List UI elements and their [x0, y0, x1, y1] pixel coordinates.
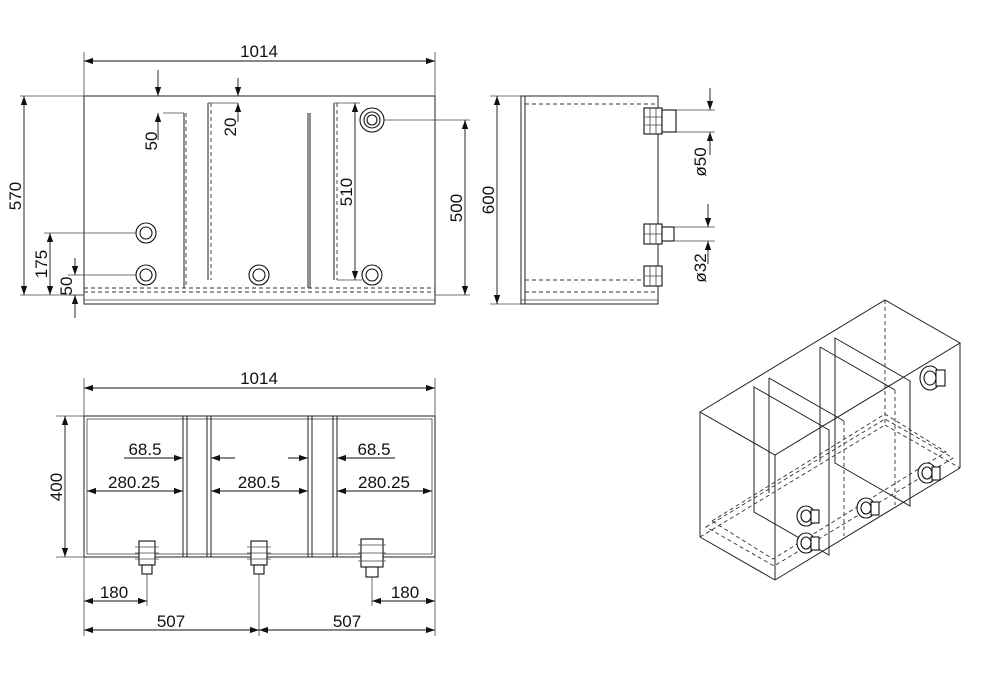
iso-partition-3: [819, 346, 896, 505]
dim-gap-right-label: 68.5: [357, 440, 390, 459]
dim-gap-left-label: 68.5: [128, 440, 161, 459]
outlet-fitting-high: [135, 222, 157, 244]
dim-edge-right: 180: [371, 557, 436, 636]
iso-fitting-left-high: [796, 505, 820, 527]
dim-pipe-small: ø32: [674, 204, 715, 283]
dim-water-level-label: 500: [447, 194, 466, 222]
outlet-fitting-low-left: [135, 264, 157, 286]
dim-half-right: 507: [259, 612, 435, 634]
dim-pipe-small-label: ø32: [691, 253, 710, 282]
dim-front-height-label: 570: [6, 182, 25, 210]
tank-outline-front: [83, 95, 436, 305]
side-fitting-top: [643, 107, 677, 135]
dim-partition-gap: 20: [221, 78, 242, 137]
dim-top-width-label: 1014: [240, 369, 278, 388]
side-view: 600 ø50 ø32: [479, 88, 715, 305]
dim-chamber-right: 280.25: [337, 473, 432, 495]
top-fitting-middle: [247, 540, 271, 575]
dim-partition-drop: 50: [142, 70, 162, 151]
dim-front-width-label: 1014: [240, 42, 278, 61]
iso-partition-2: [768, 377, 845, 536]
iso-fitting-overflow: [919, 365, 946, 391]
partition-middle-right: [307, 113, 311, 288]
iso-fitting-middle-low: [856, 497, 880, 519]
dim-overflow-height-label: 510: [337, 178, 356, 206]
dim-gap-left: 68.5: [124, 440, 235, 462]
dim-outlet-high: 175: [32, 232, 136, 295]
dim-water-level: 500: [384, 119, 470, 296]
dim-overflow-height: 510: [337, 103, 362, 281]
dim-partition-drop-label: 50: [142, 132, 161, 151]
dim-edge-left: 180: [83, 557, 148, 636]
dim-outlet-high-label: 175: [32, 250, 51, 278]
dim-pipe-large: ø50: [676, 88, 715, 177]
dim-edge-right-label: 180: [391, 583, 419, 602]
outlet-fitting-low-right: [361, 264, 383, 286]
side-fitting-bottom: [643, 265, 663, 287]
dim-partition-gap-label: 20: [221, 118, 240, 137]
front-view: 1014 570 50 20 510: [6, 42, 470, 318]
iso-partition-1: [753, 386, 830, 556]
dim-chamber-middle-label: 280.5: [238, 473, 281, 492]
dim-chamber-middle: 280.5: [211, 473, 308, 495]
dim-outlet-low: 50: [57, 258, 136, 318]
side-fitting-middle: [643, 223, 675, 245]
dim-chamber-left-label: 280.25: [108, 473, 160, 492]
dim-outlet-low-label: 50: [57, 277, 76, 296]
iso-partition-4: [834, 337, 911, 507]
dim-front-width: 1014: [83, 42, 436, 96]
dim-half-left-label: 507: [157, 612, 185, 631]
dim-chamber-left: 280.25: [87, 473, 183, 495]
isometric-view: [699, 299, 961, 581]
dim-top-depth-label: 400: [47, 473, 66, 501]
dim-side-height: 600: [479, 95, 521, 305]
dim-top-depth: 400: [47, 415, 84, 558]
dim-half-left: 507: [84, 574, 260, 636]
dim-pipe-large-label: ø50: [691, 147, 710, 176]
overflow-fitting: [359, 107, 385, 133]
top-view: 1014 400 68.5 68.5 280.25 280.5: [47, 369, 436, 636]
dim-half-right-label: 507: [333, 612, 361, 631]
partition-left: [163, 112, 187, 288]
tank-outline-side: [520, 95, 659, 305]
dim-side-height-label: 600: [479, 186, 498, 214]
top-fitting-right: [358, 538, 386, 578]
iso-fitting-left-low: [796, 532, 820, 554]
top-fitting-left: [135, 540, 159, 575]
outlet-fitting-low-middle: [248, 264, 270, 286]
dim-chamber-right-label: 280.25: [358, 473, 410, 492]
dim-edge-left-label: 180: [100, 583, 128, 602]
iso-fitting-right-low: [917, 462, 941, 484]
dim-gap-right: 68.5: [288, 440, 395, 462]
partition-middle-left: [207, 102, 238, 280]
dim-top-width: 1014: [83, 369, 436, 416]
